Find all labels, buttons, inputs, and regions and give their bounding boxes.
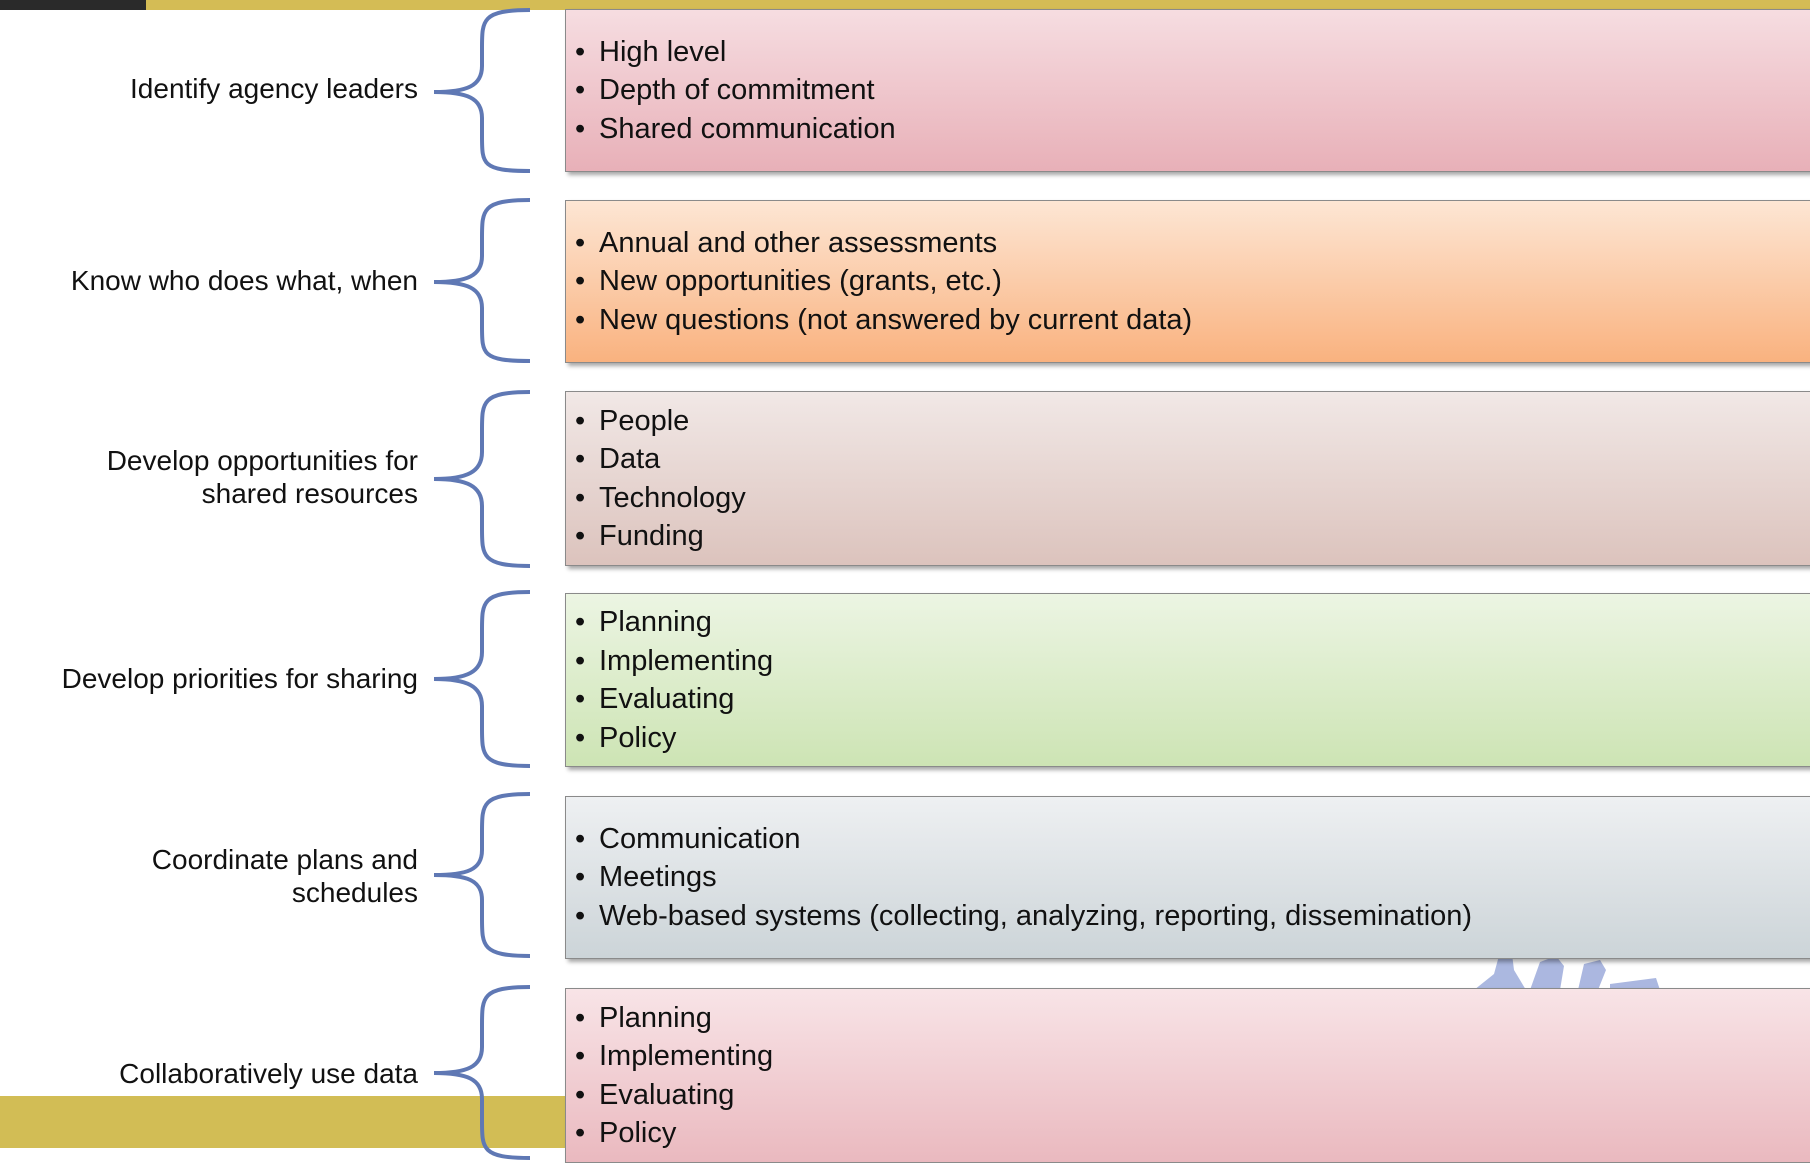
bullet-list: Planning Implementing Evaluating Policy bbox=[566, 603, 773, 757]
bullet-list: Annual and other assessments New opportu… bbox=[566, 224, 1192, 340]
bullet-item: Web-based systems (collecting, analyzing… bbox=[575, 897, 1472, 936]
bullet-list: Communication Meetings Web-based systems… bbox=[566, 820, 1472, 936]
curly-brace-icon bbox=[433, 590, 531, 768]
bullet-item: Implementing bbox=[575, 1037, 773, 1076]
row-label-know-who-does-what: Know who does what, when bbox=[70, 265, 418, 296]
bullet-item: Planning bbox=[575, 999, 773, 1038]
bullet-list: Planning Implementing Evaluating Policy bbox=[566, 999, 773, 1153]
row-label-line: schedules bbox=[291, 877, 418, 908]
row-label-line: Coordinate plans and bbox=[151, 844, 418, 875]
row-label-coordinate-plans: Coordinate plans and schedules bbox=[0, 843, 418, 909]
bullet-item: Funding bbox=[575, 517, 746, 556]
bullet-item: Policy bbox=[575, 719, 773, 758]
row-box-roles: Annual and other assessments New opportu… bbox=[565, 200, 1810, 363]
bullet-list: People Data Technology Funding bbox=[566, 402, 746, 556]
curly-brace-icon bbox=[433, 390, 531, 568]
watermark-figures-image bbox=[1474, 945, 1660, 990]
bullet-item: Shared communication bbox=[575, 110, 896, 149]
bullet-item: Planning bbox=[575, 603, 773, 642]
bullet-item: New opportunities (grants, etc.) bbox=[575, 262, 1192, 301]
row-box-coordination: Communication Meetings Web-based systems… bbox=[565, 796, 1810, 959]
row-label-collaboratively-use-data: Collaboratively use data bbox=[119, 1058, 418, 1089]
row-box-use-data: Planning Implementing Evaluating Policy bbox=[565, 988, 1810, 1163]
row-label-line: shared resources bbox=[201, 478, 418, 509]
bullet-item: Technology bbox=[575, 479, 746, 518]
top-dark-block bbox=[0, 0, 146, 10]
bullet-item: Implementing bbox=[575, 642, 773, 681]
row-label-line: Develop opportunities for bbox=[106, 445, 418, 476]
curly-brace-icon bbox=[433, 985, 531, 1160]
bullet-item: Evaluating bbox=[575, 680, 773, 719]
top-accent-bar bbox=[0, 0, 1810, 10]
bullet-item: New questions (not answered by current d… bbox=[575, 301, 1192, 340]
curly-brace-icon bbox=[433, 198, 531, 363]
row-label-identify-agency-leaders: Identify agency leaders bbox=[130, 73, 418, 104]
bullet-item: High level bbox=[575, 33, 896, 72]
bullet-item: Depth of commitment bbox=[575, 71, 896, 110]
bottom-accent-bar bbox=[0, 1096, 570, 1148]
bullet-item: People bbox=[575, 402, 746, 441]
bullet-item: Data bbox=[575, 440, 746, 479]
row-box-priorities: Planning Implementing Evaluating Policy bbox=[565, 593, 1810, 767]
bullet-item: Policy bbox=[575, 1114, 773, 1153]
row-box-shared-resources: People Data Technology Funding bbox=[565, 391, 1810, 566]
bullet-item: Evaluating bbox=[575, 1076, 773, 1115]
bullet-item: Communication bbox=[575, 820, 1472, 859]
curly-brace-icon bbox=[433, 8, 531, 173]
bullet-item: Meetings bbox=[575, 858, 1472, 897]
row-label-develop-opportunities: Develop opportunities for shared resourc… bbox=[0, 444, 418, 510]
row-label-develop-priorities: Develop priorities for sharing bbox=[61, 663, 418, 694]
bullet-list: High level Depth of commitment Shared co… bbox=[566, 33, 896, 149]
row-box-leaders: High level Depth of commitment Shared co… bbox=[565, 9, 1810, 172]
bullet-item: Annual and other assessments bbox=[575, 224, 1192, 263]
curly-brace-icon bbox=[433, 792, 531, 958]
